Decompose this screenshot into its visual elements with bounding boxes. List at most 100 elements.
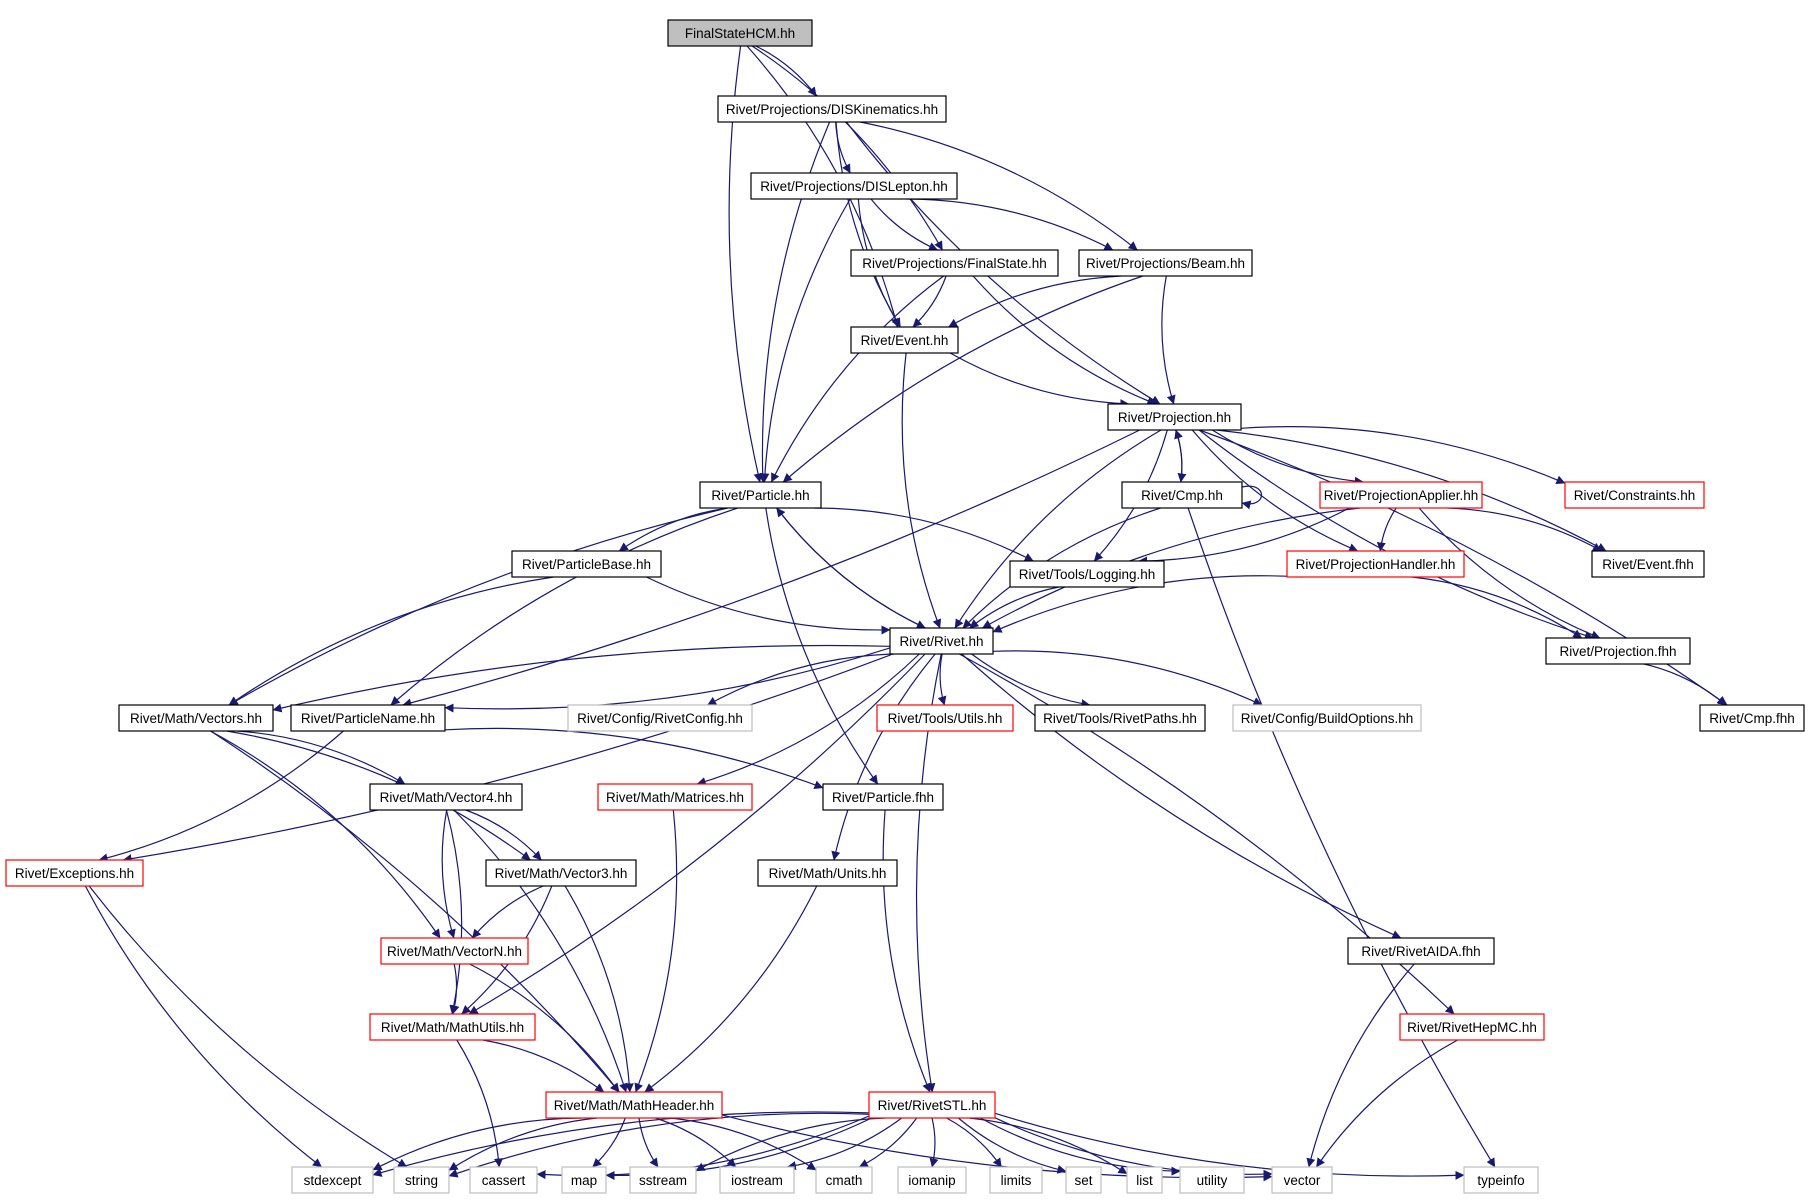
node-projfhh[interactable]: Rivet/Projection.fhh: [1545, 637, 1691, 665]
node-string[interactable]: string: [393, 1166, 450, 1194]
node-label-stdexcept: stdexcept: [304, 1173, 362, 1188]
node-label-fshcm: FinalStateHCM.hh: [685, 26, 795, 41]
node-pname[interactable]: Rivet/ParticleName.hh: [290, 704, 446, 732]
node-map[interactable]: map: [561, 1166, 607, 1194]
node-exceptions[interactable]: Rivet/Exceptions.hh: [5, 859, 144, 887]
node-box-mathutils: [369, 1013, 536, 1041]
edge-rivet-to-rivetpaths: [971, 653, 1091, 708]
edge-particle-to-pbase: [618, 507, 728, 552]
node-label-eventfhh: Rivet/Event.fhh: [1602, 557, 1694, 572]
edge-projapp-to-projhandler: [1376, 507, 1397, 552]
edge-rivetaida-to-vector: [1306, 963, 1415, 1168]
edge-mathheader-to-stdexcept: [372, 1117, 582, 1171]
node-limits[interactable]: limits: [989, 1166, 1043, 1194]
edge-particle-to-particlefhh: [765, 507, 879, 785]
node-box-exceptions: [5, 859, 144, 887]
node-cmath[interactable]: cmath: [815, 1166, 873, 1194]
node-utils[interactable]: Rivet/Tools/Utils.hh: [876, 704, 1014, 732]
edge-dis-to-disl: [835, 121, 851, 174]
node-particlefhh[interactable]: Rivet/Particle.fhh: [822, 783, 944, 811]
edge-matrices-to-mathheader: [634, 809, 678, 1093]
edge-rivetstl-to-utility: [980, 1117, 1181, 1176]
edge-particle-to-vectors: [228, 507, 728, 706]
node-vector[interactable]: vector: [1271, 1166, 1333, 1194]
node-mathheader[interactable]: Rivet/Math/MathHeader.hh: [545, 1091, 723, 1119]
node-box-fshcm: [667, 19, 813, 47]
node-proj[interactable]: Rivet/Projection.hh: [1107, 403, 1242, 431]
node-fshcm[interactable]: FinalStateHCM.hh: [667, 19, 813, 47]
node-box-proj: [1107, 403, 1242, 431]
node-stdexcept[interactable]: stdexcept: [291, 1166, 374, 1194]
edge-rivet-to-pname: [444, 647, 891, 713]
node-projhandler[interactable]: Rivet/ProjectionHandler.hh: [1286, 550, 1465, 578]
node-disl[interactable]: Rivet/Projections/DISLepton.hh: [750, 172, 958, 200]
node-sstream[interactable]: sstream: [629, 1166, 697, 1194]
node-rivetaida[interactable]: Rivet/RivetAIDA.fhh: [1347, 937, 1495, 965]
node-vectorn[interactable]: Rivet/Math/VectorN.hh: [380, 937, 529, 965]
edge-beam-to-proj: [1161, 275, 1176, 405]
node-label-string: string: [405, 1173, 438, 1188]
edge-proj-to-projapp: [1211, 429, 1364, 486]
node-box-hepmc: [1399, 1013, 1545, 1041]
edge-projapp-to-logging: [1138, 507, 1350, 566]
node-mathutils[interactable]: Rivet/Math/MathUtils.hh: [369, 1013, 536, 1041]
node-rivetconfig[interactable]: Rivet/Config/RivetConfig.hh: [567, 704, 753, 732]
edge-vectors-to-vector3: [226, 730, 531, 861]
edge-proj-to-eventfhh: [1216, 429, 1607, 552]
node-box-disl: [750, 172, 958, 200]
node-particle[interactable]: Rivet/Particle.hh: [699, 481, 822, 509]
node-units[interactable]: Rivet/Math/Units.hh: [757, 859, 898, 887]
node-label-event: Rivet/Event.hh: [861, 333, 949, 348]
node-vectors[interactable]: Rivet/Math/Vectors.hh: [118, 704, 274, 732]
node-eventfhh[interactable]: Rivet/Event.fhh: [1591, 550, 1705, 578]
node-rivet[interactable]: Rivet/Rivet.hh: [889, 627, 994, 655]
node-set[interactable]: set: [1065, 1166, 1102, 1194]
edge-proj-to-projfhh: [1198, 429, 1594, 640]
edge-rivetstl-to-iostream: [786, 1117, 903, 1170]
node-label-fs: Rivet/Projections/FinalState.hh: [862, 256, 1047, 271]
node-dis[interactable]: Rivet/Projections/DISKinematics.hh: [717, 95, 947, 123]
node-matrices[interactable]: Rivet/Math/Matrices.hh: [597, 783, 753, 811]
edge-projapp-to-rivet: [982, 507, 1361, 629]
node-rivetpaths[interactable]: Rivet/Tools/RivetPaths.hh: [1034, 704, 1206, 732]
node-projapp[interactable]: Rivet/ProjectionApplier.hh: [1319, 481, 1483, 509]
node-vector4[interactable]: Rivet/Math/Vector4.hh: [369, 783, 523, 811]
node-label-cmath: cmath: [826, 1173, 863, 1188]
node-pbase[interactable]: Rivet/ParticleBase.hh: [511, 550, 662, 578]
node-label-units: Rivet/Math/Units.hh: [769, 866, 887, 881]
node-buildopts[interactable]: Rivet/Config/BuildOptions.hh: [1232, 704, 1422, 732]
node-label-disl: Rivet/Projections/DISLepton.hh: [760, 179, 948, 194]
edge-projapp-to-eventfhh: [1447, 507, 1602, 552]
node-box-units: [757, 859, 898, 887]
node-hepmc[interactable]: Rivet/RivetHepMC.hh: [1399, 1013, 1545, 1041]
edge-event-to-rivet: [901, 352, 942, 629]
node-fs[interactable]: Rivet/Projections/FinalState.hh: [850, 249, 1059, 277]
edge-vector3-to-mathheader: [564, 885, 634, 1093]
node-logging[interactable]: Rivet/Tools/Logging.hh: [1009, 560, 1165, 588]
node-cmpfhh[interactable]: Rivet/Cmp.fhh: [1699, 704, 1805, 732]
node-box-eventfhh: [1591, 550, 1705, 578]
node-beam[interactable]: Rivet/Projections/Beam.hh: [1078, 249, 1253, 277]
edge-exceptions-to-string: [88, 885, 408, 1168]
node-cmp[interactable]: Rivet/Cmp.hh: [1121, 481, 1243, 509]
node-label-logging: Rivet/Tools/Logging.hh: [1019, 567, 1156, 582]
node-event[interactable]: Rivet/Event.hh: [850, 326, 959, 354]
node-constraints[interactable]: Rivet/Constraints.hh: [1564, 481, 1705, 509]
node-iomanip[interactable]: iomanip: [897, 1166, 967, 1194]
node-label-iomanip: iomanip: [908, 1173, 955, 1188]
edge-proj-to-rivet: [954, 429, 1162, 629]
node-rivetstl[interactable]: Rivet/RivetSTL.hh: [868, 1091, 996, 1119]
node-utility[interactable]: utility: [1179, 1166, 1245, 1194]
nodes-layer: FinalStateHCM.hhRivet/Projections/DISKin…: [5, 19, 1805, 1194]
edge-cmp-to-rivet: [962, 507, 1161, 629]
edge-disl-to-fs: [870, 198, 938, 251]
node-typeinfo[interactable]: typeinfo: [1463, 1166, 1539, 1194]
node-list[interactable]: list: [1126, 1166, 1163, 1194]
node-iostream[interactable]: iostream: [719, 1166, 795, 1194]
node-vector3[interactable]: Rivet/Math/Vector3.hh: [485, 859, 637, 887]
node-label-projfhh: Rivet/Projection.fhh: [1559, 644, 1676, 659]
node-cassert[interactable]: cassert: [469, 1166, 538, 1194]
edge-rivet-to-particle: [776, 507, 926, 629]
edge-rivet-to-utils: [937, 653, 947, 706]
node-box-pname: [290, 704, 446, 732]
